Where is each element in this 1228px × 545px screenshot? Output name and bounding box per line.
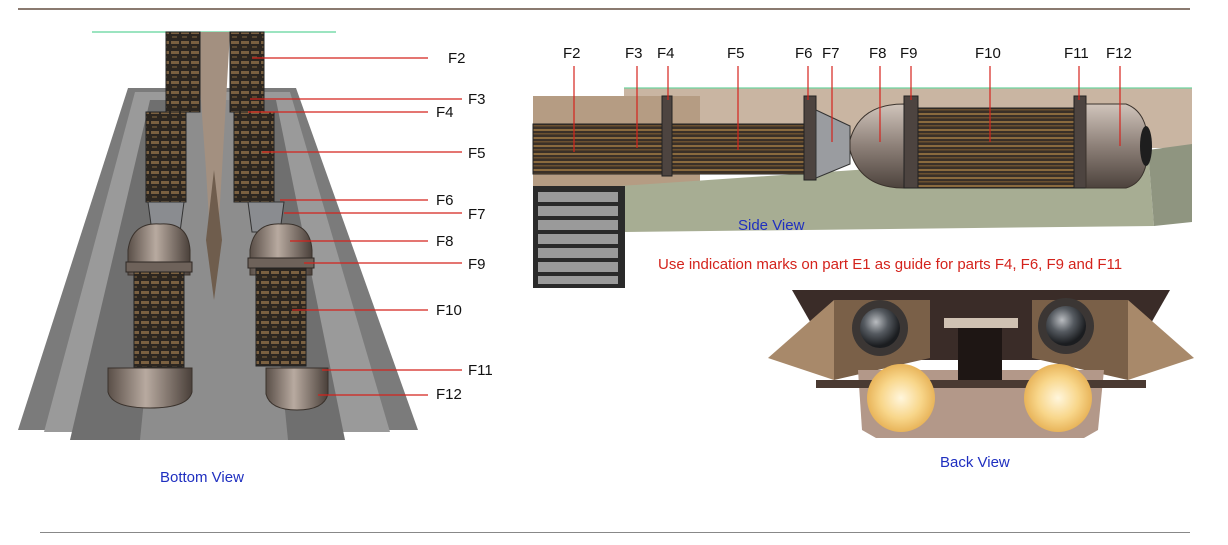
left-tail-pod xyxy=(107,367,193,409)
bottom-callout-f5: F5 xyxy=(468,145,486,162)
left-upper-duct xyxy=(165,31,201,113)
bottom-callout-f4: F4 xyxy=(436,104,454,121)
side-vent-block xyxy=(533,186,625,288)
side-label-f12: F12 xyxy=(1106,45,1132,62)
bottom-view xyxy=(18,31,462,440)
back-center-bar xyxy=(944,318,1018,328)
vent-slat xyxy=(538,192,618,202)
center-spine xyxy=(196,32,230,300)
back-left-glow xyxy=(867,364,935,432)
bottom-leader-lines xyxy=(248,57,462,396)
side-ring-f9 xyxy=(903,95,919,189)
vent-slat xyxy=(538,276,618,284)
left-f10-section xyxy=(133,271,185,368)
side-ring-f6 xyxy=(803,95,817,181)
bottom-callout-f3: F3 xyxy=(468,91,486,108)
vent-slat xyxy=(538,220,618,230)
left-engine xyxy=(107,31,201,409)
vent-slat xyxy=(538,206,618,216)
side-lower-panel-end xyxy=(1148,144,1192,226)
bottom-callout-f11: F11 xyxy=(468,362,493,379)
left-f5-section xyxy=(145,111,187,203)
top-rule xyxy=(18,8,1190,10)
side-label-f9: F9 xyxy=(900,45,918,62)
side-label-f7: F7 xyxy=(822,45,840,62)
bottom-view-title: Bottom View xyxy=(160,469,244,486)
back-lower-edge xyxy=(816,380,1146,388)
side-exhaust-cap xyxy=(1140,126,1152,166)
bottom-callout-f12: F12 xyxy=(436,386,462,403)
side-pipe-section xyxy=(532,123,814,175)
back-left-eye xyxy=(860,308,900,348)
center-spine-diamond xyxy=(206,170,222,300)
side-leader-lines xyxy=(573,66,1121,152)
vent-slat xyxy=(538,248,618,258)
back-right-wing xyxy=(1128,300,1194,380)
right-f10-section xyxy=(255,267,307,367)
side-label-f10: F10 xyxy=(975,45,1001,62)
bottom-callout-f10: F10 xyxy=(436,302,462,319)
left-ring xyxy=(125,261,193,273)
side-ring-f11 xyxy=(1073,95,1087,189)
side-view-title: Side View xyxy=(738,217,805,234)
bottom-callout-f2: F2 xyxy=(448,50,466,67)
side-label-f11: F11 xyxy=(1064,45,1089,62)
side-label-f6: F6 xyxy=(795,45,813,62)
side-label-f4: F4 xyxy=(657,45,675,62)
side-label-f2: F2 xyxy=(563,45,581,62)
back-view-title: Back View xyxy=(940,454,1010,471)
back-center-slot xyxy=(958,328,1002,388)
back-left-wing xyxy=(768,300,834,380)
right-f5-section xyxy=(233,111,275,203)
side-nozzle-f7 xyxy=(815,109,851,179)
vent-slat xyxy=(538,262,618,272)
vent-slat xyxy=(538,234,618,244)
side-pod-f12 xyxy=(1085,103,1149,189)
side-section-f10 xyxy=(917,107,1075,189)
side-label-f8: F8 xyxy=(869,45,887,62)
right-tail-pod xyxy=(265,367,329,411)
side-label-f5: F5 xyxy=(727,45,745,62)
bottom-callout-f8: F8 xyxy=(436,233,454,250)
bottom-callout-f9: F9 xyxy=(468,256,486,273)
bottom-rule xyxy=(40,532,1190,533)
assembly-note: Use indication marks on part E1 as guide… xyxy=(658,256,1123,273)
back-right-glow xyxy=(1024,364,1092,432)
side-view xyxy=(532,66,1192,288)
back-view xyxy=(768,290,1194,438)
right-upper-duct xyxy=(229,31,265,113)
back-right-eye xyxy=(1046,306,1086,346)
bottom-callout-f6: F6 xyxy=(436,192,454,209)
right-engine xyxy=(229,31,329,411)
side-ring-f4 xyxy=(661,95,673,177)
side-label-f3: F3 xyxy=(625,45,643,62)
bottom-callout-f7: F7 xyxy=(468,206,486,223)
